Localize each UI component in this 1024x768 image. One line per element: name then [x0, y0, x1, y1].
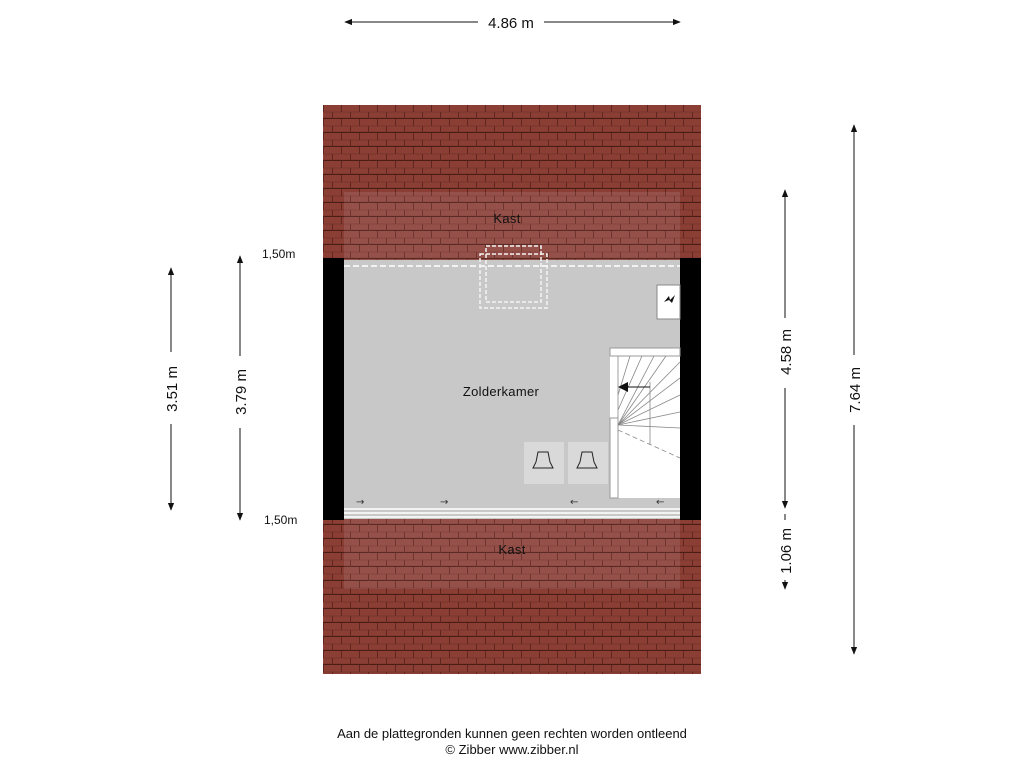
wall-right: [680, 258, 701, 520]
wall-left: [323, 258, 344, 520]
dimension-top: 4.86 m: [344, 15, 681, 32]
dimension-right-total: 7.64 m: [847, 124, 864, 655]
footer-disclaimer: Aan de plattegronden kunnen geen rechten…: [337, 726, 687, 741]
dimension-left-inner: 3.79 m: [233, 255, 250, 521]
dimension-right-total-label: 7.64 m: [847, 367, 864, 413]
kast-top-area: [344, 192, 680, 260]
dimension-right-lower-label: 1.06 m: [778, 528, 795, 574]
dimension-right-mid: 4.58 m: [778, 189, 795, 509]
kast-bottom-area: [344, 519, 680, 589]
staircase: [609, 347, 681, 499]
roof-window: [479, 245, 548, 309]
height-mark-top: 1,50m: [262, 247, 295, 261]
room-label-kast-bottom: Kast: [498, 542, 525, 557]
svg-text:→: →: [440, 497, 448, 508]
dimension-top-label: 4.86 m: [488, 15, 534, 32]
room-label-zolderkamer: Zolderkamer: [463, 384, 540, 399]
skylight-icon-1: [524, 442, 564, 484]
dimension-left-inner-label: 3.79 m: [233, 369, 250, 415]
dimension-left-outer-label: 3.51 m: [164, 366, 181, 412]
svg-text:←: ←: [656, 497, 664, 508]
boiler-unit: [656, 284, 681, 320]
dimension-right-mid-label: 4.58 m: [778, 329, 795, 375]
height-mark-bottom: 1,50m: [264, 513, 297, 527]
room-label-kast-top: Kast: [493, 211, 520, 226]
stair-direction-arrow: [618, 382, 628, 392]
dimension-left-outer: 3.51 m: [164, 267, 181, 511]
roof-bottom: [323, 519, 701, 674]
floor-arrows: → → ← ←: [356, 497, 664, 508]
roof-top: [323, 105, 701, 260]
svg-text:→: →: [356, 497, 364, 508]
kneewall-lines-bottom: [344, 508, 680, 518]
svg-text:←: ←: [570, 497, 578, 508]
dimension-right-lower: 1.06 m: [778, 514, 795, 590]
skylight-icon-2: [568, 442, 608, 484]
footer-credit: © Zibber www.zibber.nl: [445, 742, 579, 757]
